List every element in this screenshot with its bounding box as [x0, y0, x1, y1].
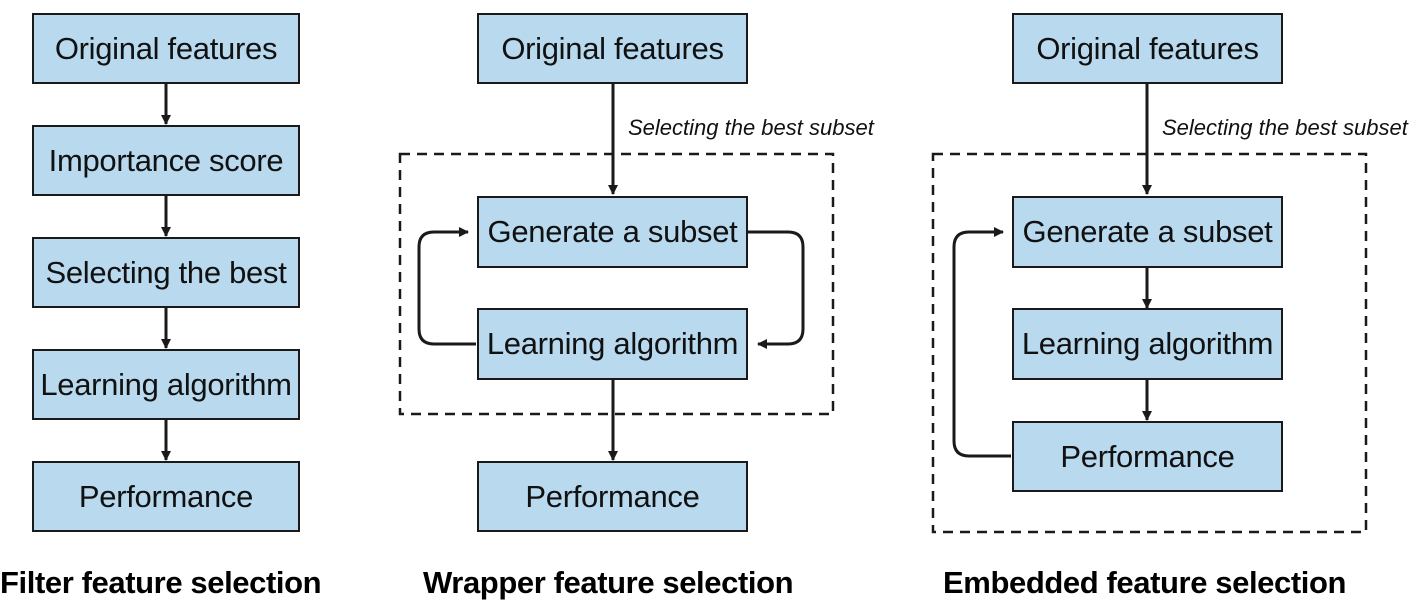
filter-importance-score-box: Importance score: [32, 125, 300, 196]
embedded-annotation: Selecting the best subset: [1162, 115, 1408, 140]
wrapper-learning-algorithm-box: Learning algorithm: [477, 308, 748, 380]
embedded-learning-algorithm-box: Learning algorithm: [1012, 308, 1283, 380]
wrapper-annotation: Selecting the best subset: [628, 115, 874, 140]
filter-original-features-box: Original features: [32, 13, 300, 84]
filter-learning-algorithm-box: Learning algorithm: [32, 349, 300, 420]
embedded-generate-subset-box: Generate a subset: [1012, 196, 1283, 268]
embedded-performance-box: Performance: [1012, 421, 1283, 492]
embedded-original-features-box: Original features: [1012, 13, 1283, 84]
embedded-dashed-boundary: [931, 152, 1368, 534]
wrapper-caption: Wrapper feature selection: [423, 565, 794, 600]
wrapper-performance-box: Performance: [477, 461, 748, 532]
wrapper-original-features-box: Original features: [477, 13, 748, 84]
wrapper-loop-right-arrow: [748, 230, 805, 349]
wrapper-generate-subset-box: Generate a subset: [477, 196, 748, 268]
embedded-feedback-arrow: [952, 227, 1011, 458]
filter-performance-box: Performance: [32, 461, 300, 532]
wrapper-loop-left-arrow: [417, 227, 476, 346]
filter-selecting-best-box: Selecting the best: [32, 237, 300, 308]
wrapper-dashed-boundary: [398, 152, 835, 416]
filter-caption: Filter feature selection: [0, 565, 322, 600]
embedded-caption: Embedded feature selection: [943, 565, 1347, 600]
